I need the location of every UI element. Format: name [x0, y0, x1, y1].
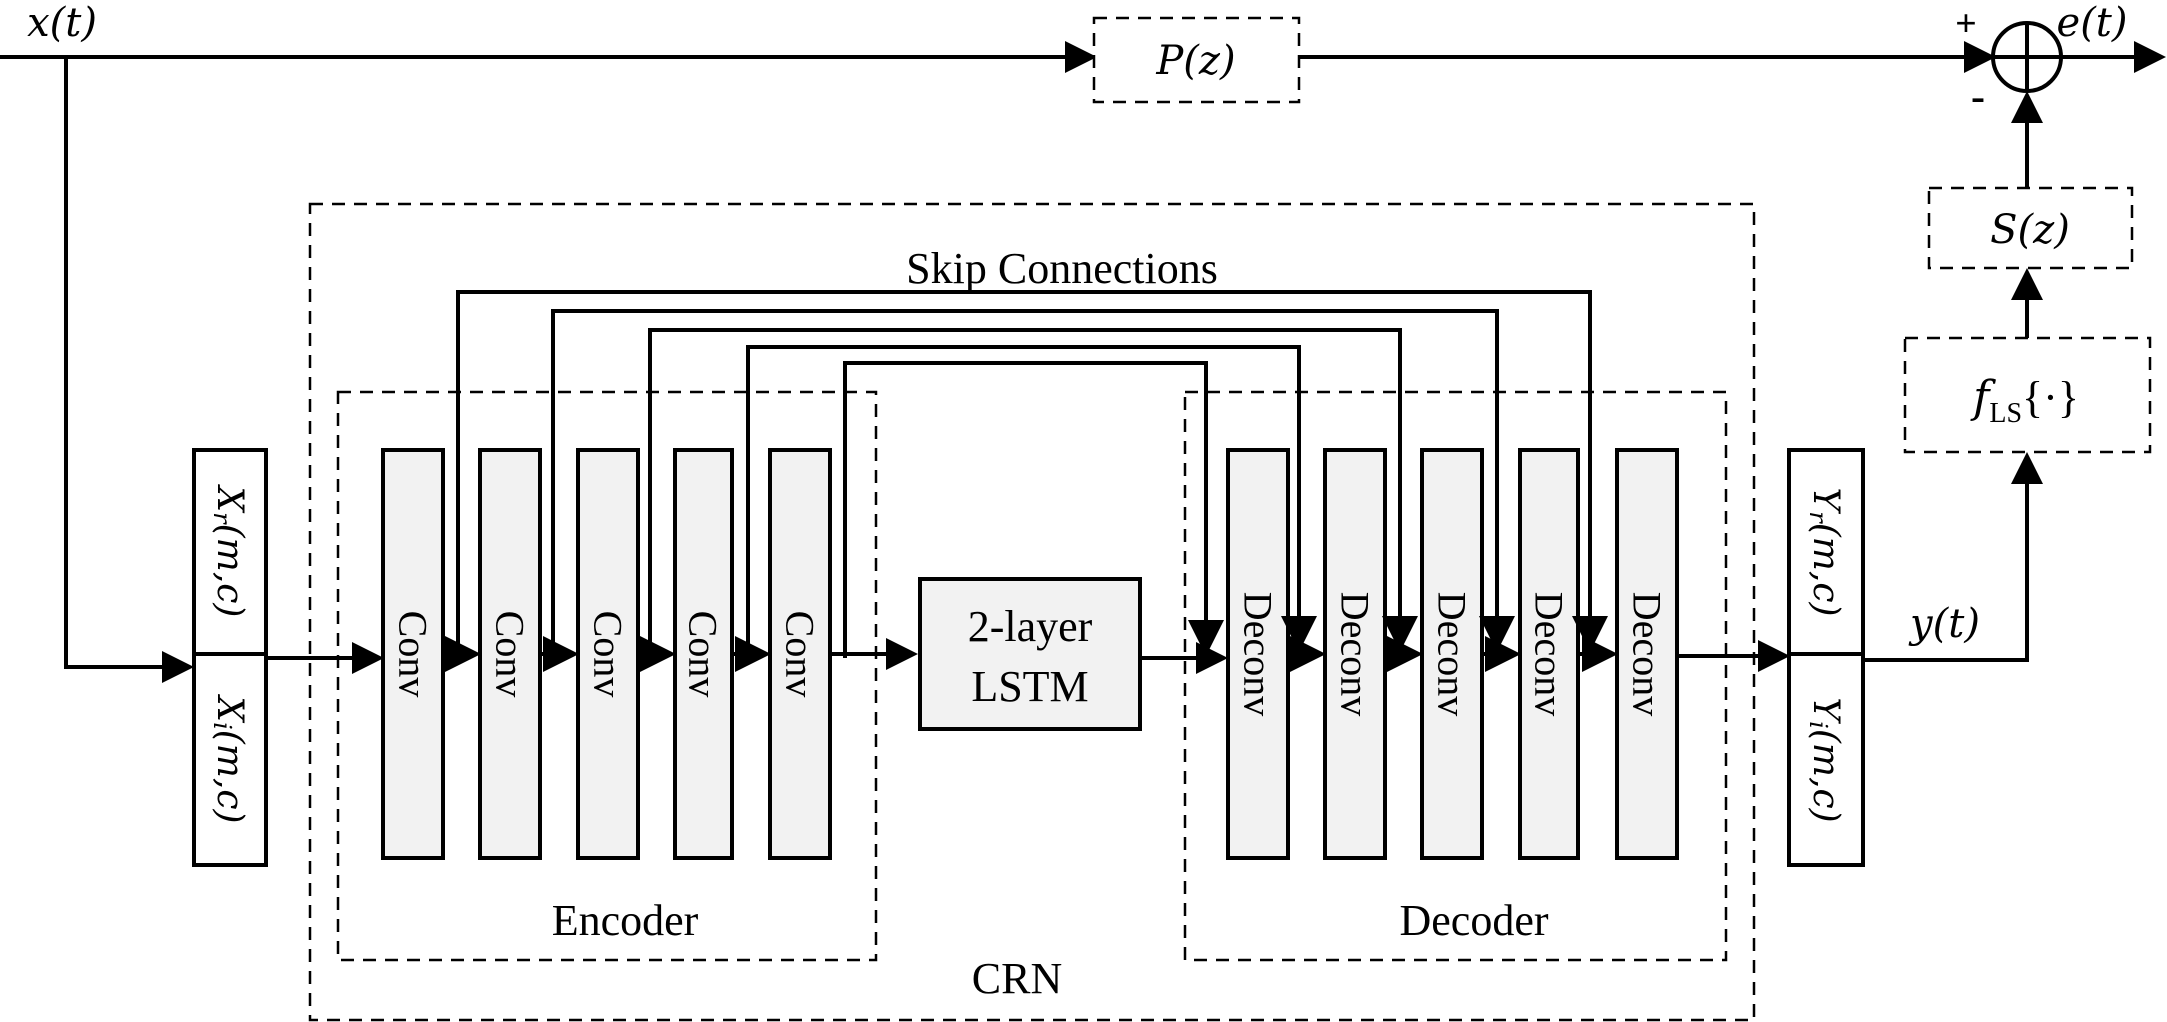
skip-connection-3 [648, 328, 1418, 654]
output-signal-label: y(t) [1908, 601, 1980, 647]
input-signal-label: x(t) [27, 0, 97, 46]
input-real-label: Xr(m,c) [208, 484, 251, 618]
deconv-label-3: Deconv [1430, 592, 1475, 716]
plus-sign: + [1955, 3, 1977, 45]
conv-label-3: Conv [586, 611, 631, 698]
sz-box [1927, 186, 2134, 270]
conv-block-2 [478, 448, 542, 860]
conv-label-4: Conv [681, 611, 726, 698]
pz-box [1092, 16, 1301, 104]
pz-label: P(z) [1155, 38, 1235, 84]
deconv-label-2: Deconv [1333, 592, 1378, 716]
lstm-label-line1: 2-layer [968, 602, 1093, 651]
skip-connection-4 [746, 345, 1317, 654]
deconv-label-4: Deconv [1527, 592, 1572, 716]
error-signal-label: e(t) [2057, 0, 2128, 46]
encoder-container [336, 390, 878, 962]
sz-label: S(z) [1990, 207, 2070, 253]
fls-label: fLS{·} [1970, 372, 2079, 429]
output-feature-box [1787, 448, 1865, 867]
decoder-label: Decoder [1399, 896, 1548, 945]
skip-connection-5 [843, 361, 1224, 658]
output-imag-label: Yi(m,c) [1804, 697, 1847, 822]
input-imag-label: Xi(m,c) [208, 693, 251, 823]
decoder-container [1183, 390, 1728, 962]
output-real-label: Yr(m,c) [1804, 487, 1847, 616]
skip-connections-label: Skip Connections [906, 244, 1218, 293]
deconv-block-1 [1226, 448, 1290, 860]
encoder-blocks [381, 448, 832, 860]
crn-container [308, 202, 1756, 1022]
deconv-label-5: Deconv [1625, 592, 1670, 716]
conv-label-2: Conv [488, 611, 533, 698]
lstm-block [918, 577, 1142, 731]
skip-connection-1 [456, 290, 1608, 654]
conv-label-5: Conv [778, 611, 823, 698]
crn-label: CRN [972, 954, 1062, 1003]
skip-label-bg [880, 244, 1245, 284]
deconv-label-1: Deconv [1236, 592, 1281, 716]
lstm-label-line2: LSTM [971, 662, 1088, 711]
conv-block-1 [381, 448, 445, 860]
fls-box [1903, 336, 2152, 454]
input-branch-line [64, 57, 194, 683]
minus-sign: - [1971, 74, 1985, 120]
output-to-fls-line [1863, 452, 2043, 662]
encoder-label: Encoder [552, 896, 699, 945]
skip-connections [456, 290, 1608, 658]
conv-label-1: Conv [391, 611, 436, 698]
skip-connection-2 [551, 309, 1515, 654]
